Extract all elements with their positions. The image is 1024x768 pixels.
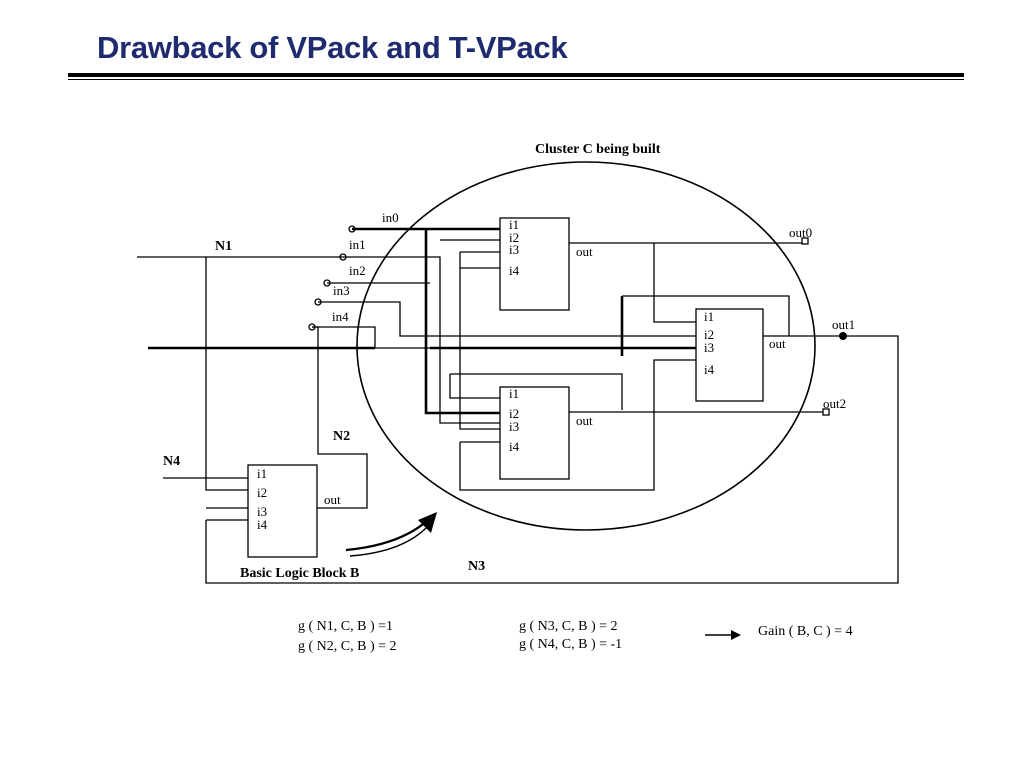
pin-label: i2 [509,406,519,421]
output-label-out2: out2 [823,396,846,411]
pin-label: i2 [257,485,267,500]
gain-total: Gain ( B, C ) = 4 [758,624,853,639]
net-label-n1: N1 [215,239,232,254]
gain-n3: g ( N3, C, B ) = 2 [519,619,618,634]
pin-label: i4 [257,517,268,532]
arrow-head-icon [418,512,437,533]
pin-label: i2 [509,230,519,245]
gain-n1: g ( N1, C, B ) =1 [298,619,393,634]
output-pin-out0 [801,237,809,245]
pin-label: i3 [257,504,267,519]
input-label-in4: in4 [332,309,349,324]
implies-arrow-head-icon [731,630,741,640]
pin-label: i2 [704,327,714,342]
pin-label: i3 [704,340,714,355]
block-b-label: Basic Logic Block B [240,566,359,581]
pin-label: i1 [704,309,714,324]
pin-label: i3 [509,242,519,257]
wiring [137,227,899,584]
pin-label: out [769,336,786,351]
move-arrow [345,519,429,552]
input-label-in0: in0 [382,210,399,225]
cluster-c-boundary [356,161,816,531]
gain-n4: g ( N4, C, B ) = -1 [519,637,622,652]
pin-label: i1 [257,466,267,481]
logic-block-bottom [499,386,570,480]
pin-label: i1 [509,386,519,401]
title-divider-thin [68,79,964,80]
pin-label: i4 [509,263,520,278]
input-label-in2: in2 [349,263,366,278]
slide-title: Drawback of VPack and T-VPack [97,30,568,65]
input-label-in1: in1 [349,237,366,252]
pin-label: i4 [704,362,715,377]
output-label-out0: out0 [789,225,812,240]
pin-label: out [324,492,341,507]
title-divider [68,73,964,77]
input-label-in3: in3 [333,283,350,298]
net-label-n3: N3 [468,559,485,574]
logic-block-top [499,217,570,311]
cluster-label: Cluster C being built [535,142,661,157]
logic-block-right [695,308,764,402]
move-arrow-second [349,523,431,557]
gain-n2: g ( N2, C, B ) = 2 [298,639,397,654]
pin-label: out [576,413,593,428]
pin-label: i1 [509,217,519,232]
pin-label: i3 [509,419,519,434]
output-label-out1: out1 [832,317,855,332]
basic-logic-block-b [247,464,318,558]
net-label-n2: N2 [333,429,350,444]
pin-label: i4 [509,439,520,454]
net-label-n4: N4 [163,454,180,469]
pin-label: out [576,244,593,259]
